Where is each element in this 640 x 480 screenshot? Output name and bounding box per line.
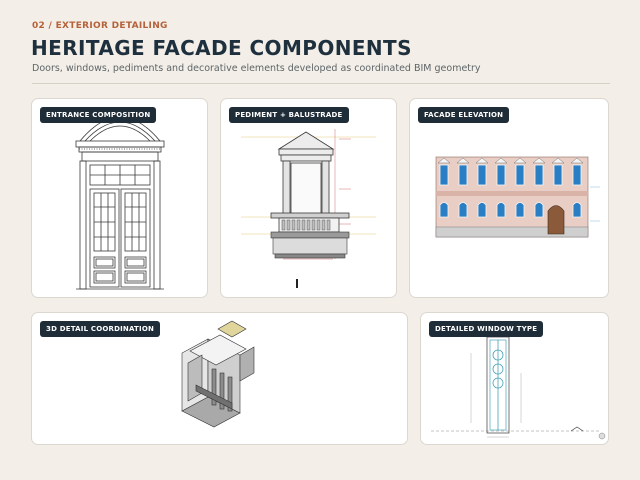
lower-window xyxy=(534,202,544,218)
window-type-drawing xyxy=(431,336,606,440)
window-pediment xyxy=(475,157,489,164)
card-window-type: DETAILED WINDOW TYPE xyxy=(420,312,609,445)
lower-window xyxy=(458,202,468,218)
upper-window xyxy=(515,164,525,186)
page-subtitle: Doors, windows, pediments and decorative… xyxy=(32,63,481,74)
card-tag-pediment: PEDIMENT + BALUSTRADE xyxy=(229,107,349,123)
header-divider xyxy=(32,83,610,84)
card-3d-detail: 3D DETAIL COORDINATION xyxy=(31,312,408,445)
upper-window xyxy=(439,164,449,186)
upper-window xyxy=(553,164,563,186)
upper-window xyxy=(534,164,544,186)
window-pediment xyxy=(532,157,546,164)
upper-window xyxy=(496,164,506,186)
card-tag-window: DETAILED WINDOW TYPE xyxy=(429,321,544,337)
upper-window xyxy=(477,164,487,186)
entrance-door-drawing xyxy=(75,112,165,290)
card-tag-facade: FACADE ELEVATION xyxy=(418,107,510,123)
window-pediment xyxy=(494,157,508,164)
lower-window xyxy=(439,202,449,218)
window-pediment xyxy=(456,157,470,164)
window-pediment xyxy=(513,157,527,164)
upper-window xyxy=(572,164,582,186)
lower-window xyxy=(477,202,487,218)
card-tag-3d: 3D DETAIL COORDINATION xyxy=(40,321,161,337)
section-kicker: 02 / EXTERIOR DETAILING xyxy=(32,21,168,31)
card-tag-entrance: ENTRANCE COMPOSITION xyxy=(40,107,157,123)
page-title: HERITAGE FACADE COMPONENTS xyxy=(31,36,412,60)
card-facade-elevation: FACADE ELEVATION xyxy=(409,98,609,298)
window-pediment xyxy=(437,157,451,164)
card-entrance-composition: ENTRANCE COMPOSITION xyxy=(31,98,208,298)
lower-window xyxy=(515,202,525,218)
pediment-balustrade-drawing xyxy=(241,129,376,288)
window-pediment xyxy=(551,157,565,164)
card-pediment-balustrade: PEDIMENT + BALUSTRADE xyxy=(220,98,397,298)
facade-elevation-drawing xyxy=(435,156,600,238)
lower-window xyxy=(496,202,506,218)
isometric-detail-model xyxy=(181,320,255,428)
window-pediment xyxy=(570,157,584,164)
lower-window xyxy=(572,202,582,218)
upper-window xyxy=(458,164,468,186)
